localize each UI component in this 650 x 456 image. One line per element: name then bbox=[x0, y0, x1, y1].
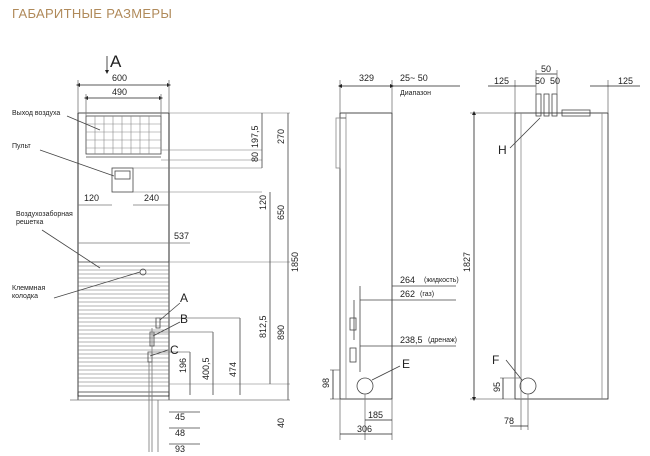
dim-600: 600 bbox=[112, 73, 127, 83]
dim-264: 264 bbox=[400, 275, 415, 285]
air-outlet-grille bbox=[85, 115, 162, 155]
dim-48: 48 bbox=[175, 428, 185, 438]
intake-grille-slats bbox=[78, 265, 169, 387]
dim-890: 890 bbox=[276, 325, 286, 340]
leader-point-a bbox=[159, 302, 181, 321]
front-view bbox=[39, 56, 290, 452]
point-a-label: A bbox=[180, 291, 188, 305]
dim-238-5: 238,5 bbox=[400, 335, 423, 345]
label-terminal-line1: Клеммная bbox=[12, 285, 45, 292]
leader-point-b bbox=[152, 321, 181, 337]
label-gas: (газ) bbox=[420, 291, 434, 298]
dim-537: 537 bbox=[174, 231, 189, 241]
dim-1827: 1827 bbox=[462, 252, 472, 272]
dim-80: 80 bbox=[250, 152, 260, 162]
rear-cabinet-outline bbox=[514, 112, 609, 400]
side-view bbox=[330, 80, 460, 440]
dim-120-vertical: 120 bbox=[258, 195, 268, 210]
dim-120-horizontal: 120 bbox=[84, 193, 99, 203]
drain-outlet-e bbox=[356, 377, 374, 395]
leader-point-c bbox=[149, 349, 169, 357]
view-a-label: A bbox=[110, 52, 122, 71]
dim-196: 196 bbox=[178, 358, 188, 373]
dim-650: 650 bbox=[276, 205, 286, 220]
dim-270: 270 bbox=[276, 129, 286, 144]
dim-812-5: 812,5 bbox=[258, 315, 268, 338]
dim-490: 490 bbox=[112, 87, 127, 97]
leader-terminal bbox=[53, 271, 141, 299]
dim-197-5: 197,5 bbox=[250, 125, 260, 148]
label-terminal-line2: колодка bbox=[12, 293, 38, 300]
dim-78: 78 bbox=[504, 416, 514, 426]
leader-intake bbox=[41, 229, 101, 269]
dim-45: 45 bbox=[175, 412, 185, 422]
dim-50-a: 50 bbox=[535, 76, 545, 86]
drain-outlet-f bbox=[519, 377, 537, 395]
top-pipe-stubs bbox=[535, 93, 591, 117]
dim-50-b: 50 bbox=[550, 76, 560, 86]
dim-125-left: 125 bbox=[494, 76, 509, 86]
dim-125-right: 125 bbox=[618, 76, 633, 86]
side-cabinet-outline bbox=[339, 112, 393, 400]
point-c-label: C bbox=[170, 343, 179, 357]
dim-240: 240 bbox=[144, 193, 159, 203]
dim-95: 95 bbox=[492, 382, 502, 392]
dim-25-50: 25~ 50 bbox=[400, 73, 428, 83]
label-intake-line1: Воздухозаборная bbox=[16, 210, 73, 218]
label-remote: Пульт bbox=[12, 143, 32, 150]
dim-1850: 1850 bbox=[290, 252, 300, 272]
dim-185: 185 bbox=[368, 410, 383, 420]
point-e-label: E bbox=[402, 357, 410, 371]
dim-98: 98 bbox=[321, 378, 331, 388]
rear-view bbox=[470, 70, 640, 430]
point-h-label: H bbox=[498, 143, 507, 157]
label-liquid: (жидкость) bbox=[424, 277, 459, 284]
dim-262: 262 bbox=[400, 289, 415, 299]
front-cabinet-outline bbox=[77, 112, 170, 397]
point-b-label: B bbox=[180, 312, 188, 326]
point-f-label: F bbox=[492, 353, 499, 367]
page-title: ГАБАРИТНЫЕ РАЗМЕРЫ bbox=[12, 6, 173, 21]
pipe-port-a bbox=[155, 317, 161, 329]
label-air-outlet: Выход воздуха bbox=[12, 110, 60, 117]
dim-40: 40 bbox=[276, 418, 286, 428]
dim-306: 306 bbox=[357, 424, 372, 434]
leader-air-outlet bbox=[66, 115, 101, 131]
dim-400-5: 400,5 bbox=[201, 357, 211, 380]
label-drain: (дренаж) bbox=[428, 337, 457, 344]
air-intake-grille bbox=[77, 261, 170, 393]
pipe-port-c bbox=[147, 351, 153, 363]
remote-controller bbox=[111, 167, 134, 193]
dim-93: 93 bbox=[175, 444, 185, 454]
dim-474: 474 bbox=[228, 362, 238, 377]
dim-329: 329 bbox=[359, 73, 374, 83]
leader-remote bbox=[39, 149, 115, 177]
dim-50-top: 50 bbox=[541, 64, 551, 74]
label-intake-line2: решетка bbox=[16, 219, 43, 226]
label-range: Диапазон bbox=[400, 90, 431, 97]
